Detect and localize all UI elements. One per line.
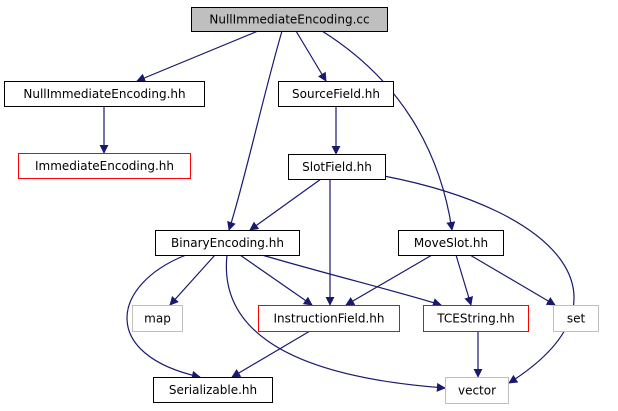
node-map: map: [132, 305, 183, 332]
edge-if_hh-to-ser_hh: [231, 330, 311, 378]
node-box: [278, 81, 394, 107]
node-box: [398, 230, 504, 256]
node-label: BinaryEncoding.hh: [171, 236, 284, 250]
node-label: ImmediateEncoding.hh: [35, 159, 174, 173]
node-root[interactable]: NullImmediateEncoding.cc: [191, 7, 388, 32]
node-nie-hh[interactable]: NullImmediateEncoding.hh: [4, 81, 205, 107]
edge-be_hh-to-ser_hh: [126, 254, 201, 380]
node-label: NullImmediateEncoding.hh: [23, 87, 185, 101]
edge-root-to-ms_hh: [321, 30, 456, 231]
edge-ms_hh-to-if_hh: [345, 254, 433, 306]
node-ms-hh[interactable]: MoveSlot.hh: [398, 230, 504, 256]
node-vector: vector: [445, 377, 509, 404]
node-label: NullImmediateEncoding.cc: [209, 13, 369, 27]
edge-slot_hh-to-vector: [383, 175, 575, 384]
node-box: [153, 377, 273, 403]
node-set: set: [553, 305, 599, 332]
node-label: MoveSlot.hh: [414, 236, 488, 250]
node-box: [191, 7, 388, 32]
node-if-hh[interactable]: InstructionField.hh: [258, 305, 400, 332]
edge-ms_hh-to-set: [469, 254, 556, 306]
nodes-layer: NullImmediateEncoding.ccNullImmediateEnc…: [4, 7, 599, 404]
edge-root-to-sf_hh: [295, 30, 327, 82]
node-ie-hh[interactable]: ImmediateEncoding.hh: [18, 153, 191, 179]
edge-slot_hh-to-be_hh: [249, 178, 322, 231]
node-slot-hh[interactable]: SlotField.hh: [288, 154, 386, 180]
node-tce-hh[interactable]: TCEString.hh: [423, 305, 529, 332]
edge-be_hh-to-if_hh: [239, 254, 313, 306]
edges-layer: [99, 30, 575, 392]
edge-root-to-be_hh: [227, 30, 283, 231]
node-label: TCEString.hh: [436, 312, 514, 326]
edge-root-to-nie_hh: [136, 30, 259, 83]
node-box: [155, 230, 300, 256]
node-label: Serializable.hh: [169, 383, 257, 397]
node-box: [18, 153, 191, 179]
node-box: [445, 377, 509, 404]
node-box: [553, 305, 599, 332]
node-label: SlotField.hh: [302, 160, 372, 174]
node-box: [258, 305, 400, 332]
node-ser-hh[interactable]: Serializable.hh: [153, 377, 273, 403]
node-sf-hh[interactable]: SourceField.hh: [278, 81, 394, 107]
edge-ms_hh-to-tce_hh: [455, 254, 473, 306]
node-box: [4, 81, 205, 107]
node-label: vector: [458, 384, 496, 398]
edge-be_hh-to-tce_hh: [261, 254, 442, 307]
node-label: map: [144, 312, 171, 326]
node-box: [423, 305, 529, 332]
node-box: [288, 154, 386, 180]
node-box: [132, 305, 183, 332]
edge-be_hh-to-vector: [225, 254, 446, 392]
node-label: set: [567, 312, 586, 326]
edge-be_hh-to-map: [169, 254, 216, 306]
node-label: InstructionField.hh: [274, 312, 385, 326]
node-label: SourceField.hh: [292, 87, 380, 101]
node-be-hh[interactable]: BinaryEncoding.hh: [155, 230, 300, 256]
